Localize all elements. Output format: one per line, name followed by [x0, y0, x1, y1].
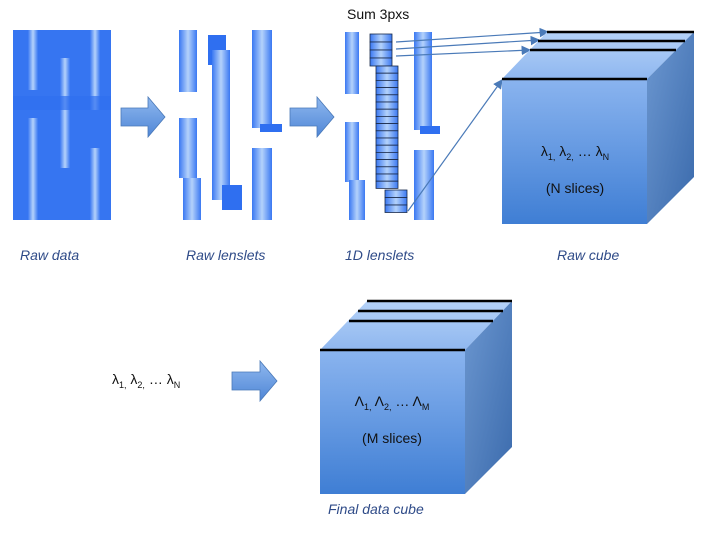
caption-raw-cube: Raw cube	[557, 247, 620, 263]
pixel-cell	[375, 65, 399, 74]
final-cube-wavelengths: Λ1, Λ2, … ΛM	[346, 393, 438, 412]
ellipsis: …	[148, 371, 163, 387]
raw-strip	[60, 58, 70, 168]
raw-cube-slices-label: (N slices)	[545, 180, 605, 196]
sub: 1,	[363, 401, 372, 412]
pixel-cell	[375, 151, 399, 160]
raw-data-image	[13, 30, 111, 220]
pixel-cell	[375, 87, 399, 96]
connector-arrow	[395, 35, 541, 50]
pixel-cell	[375, 144, 399, 153]
raw-strip	[28, 30, 38, 90]
Lambda-2: Λ	[374, 393, 384, 409]
pixel-cell	[375, 123, 399, 132]
sum-3pxs-label: Sum 3pxs	[347, 6, 410, 22]
caption-final-data-cube: Final data cube	[328, 501, 424, 517]
pixel-cell	[375, 180, 399, 189]
caption-raw-lenslets: Raw lenslets	[186, 247, 266, 263]
sub: 1,	[547, 151, 556, 162]
sub: 2,	[137, 379, 145, 390]
final-cube-slices-label: (M slices)	[362, 430, 422, 446]
ellipsis: …	[395, 393, 410, 409]
pixel-cell	[369, 57, 393, 67]
connector-arrow	[395, 45, 532, 57]
connector-arrow	[407, 79, 503, 212]
pixel-cell	[375, 137, 399, 146]
sub: 2,	[383, 401, 392, 412]
sub: N	[173, 379, 181, 390]
final-cube	[320, 299, 512, 494]
cube-top-face	[502, 32, 694, 79]
pixel-cell	[375, 80, 399, 89]
raw-strip	[90, 148, 100, 220]
cube-front-face	[502, 79, 647, 224]
raw-cube	[502, 30, 694, 224]
pixel-cell	[375, 130, 399, 139]
sub: N	[602, 151, 610, 162]
pixel-cell	[384, 189, 408, 198]
lambda-n: λ	[166, 371, 174, 387]
connector-arrow	[395, 27, 550, 43]
sub: 2,	[566, 151, 574, 162]
lambda-2: λ	[130, 371, 138, 387]
Lambda-m: Λ	[412, 393, 422, 409]
lambda-1: λ	[112, 371, 119, 387]
sub: M	[421, 401, 430, 412]
pixel-cell	[369, 41, 393, 51]
lambda-n: λ	[595, 143, 603, 159]
raw-strip	[28, 118, 38, 220]
pixel-cell	[375, 94, 399, 103]
lambda-1: λ	[540, 143, 548, 159]
pixel-cell	[369, 33, 393, 43]
summed-pixel-column	[369, 33, 408, 213]
raw-strip	[90, 30, 100, 110]
cube-side-face	[647, 32, 694, 224]
connector-lines	[395, 27, 550, 212]
pixel-cell	[375, 159, 399, 168]
arrow-icon	[289, 95, 335, 139]
1d-lenslets-image	[345, 32, 440, 220]
arrow-icon	[120, 95, 166, 139]
caption-raw-data: Raw data	[20, 247, 80, 263]
pixel-cell	[384, 204, 408, 213]
Lambda-1: Λ	[354, 393, 364, 409]
sub: 1,	[119, 379, 127, 390]
arrow-icon	[231, 359, 278, 403]
pixel-cell	[375, 72, 399, 81]
pixel-cell	[375, 173, 399, 182]
cube-side-face	[465, 301, 512, 494]
pixel-cell	[375, 116, 399, 125]
ellipsis: …	[577, 143, 592, 159]
cube-top-face	[320, 301, 512, 350]
pixel-cell	[375, 101, 399, 110]
pixel-cell	[369, 49, 393, 59]
raw-lenslets-image	[179, 30, 282, 220]
lambda-2: λ	[559, 143, 567, 159]
pixel-cell	[375, 108, 399, 117]
caption-1d-lenslets: 1D lenslets	[345, 247, 415, 263]
input-wavelengths-label: λ1, λ2, … λN	[112, 371, 180, 390]
cube-front-face	[320, 350, 465, 494]
raw-cube-wavelengths: λ1, λ2, … λN	[530, 143, 620, 162]
pixel-cell	[375, 166, 399, 175]
pixel-cell	[384, 197, 408, 206]
